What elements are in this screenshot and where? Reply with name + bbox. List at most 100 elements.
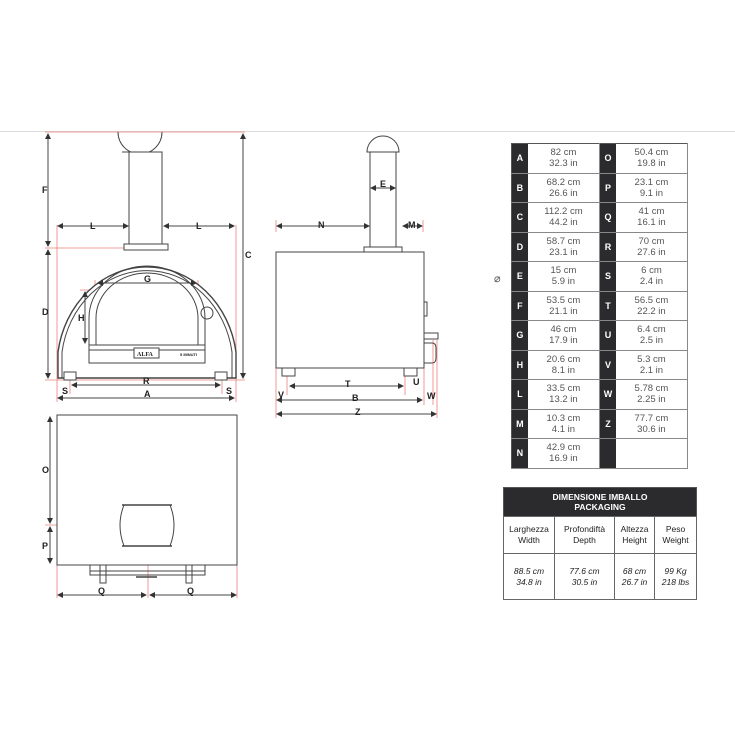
top-view-labels: O P Q Q [42,465,194,596]
dimension-letter: C [511,202,528,233]
dimension-letter: R [599,232,616,262]
value-cm: 42.9 cm [546,442,581,454]
dimension-letter: H [511,350,528,380]
value-cm: 82 cm [550,147,577,159]
side-view [275,135,439,418]
dim-label-a: A [144,389,151,399]
dim-label-h: H [78,313,85,323]
dim-label-r: R [143,376,150,386]
dim-label-c: C [245,250,252,260]
dimension-letter: M [511,409,528,439]
side-view-labels: E N M T V U B W Z [278,179,436,417]
value-in: 8.1 in [551,364,576,376]
dim-label-u: U [413,377,420,387]
dim-label-q: Q [98,586,105,596]
value-cm: 5.78 cm [634,383,669,395]
value-in: 30.6 in [637,423,666,435]
dimension-letter: L [511,379,528,410]
value-cm: 6.4 cm [637,324,666,336]
value-cm: 58.7 cm [546,235,581,247]
dimension-letter: N [511,438,528,469]
dimension-letter: A [511,143,528,174]
dimension-letter: D [511,232,528,262]
brand-plate: ALFA [137,352,154,358]
dimension-letter: U [599,320,616,351]
dim-label-p: P [42,541,48,551]
value-cm: 50.4 cm [634,147,669,159]
dimension-letter: E [511,261,528,292]
value-in: 16.9 in [549,453,578,465]
value-cm: 68.2 cm [546,176,581,188]
top-view [45,414,238,598]
dim-label-l: L [90,221,96,231]
dimension-letter: F [511,291,528,321]
packaging-title: DIMENSIONE IMBALLO PACKAGING [503,487,697,517]
value-cm: 23.1 cm [634,176,669,188]
value-cm: 33.5 cm [546,383,581,395]
dim-label-w: W [427,391,436,401]
value-in: 23.1 in [549,246,578,258]
dimension-letter [599,438,616,469]
dimension-letter: O [599,143,616,174]
dimension-letter: Z [599,409,616,439]
dim-label-d: D [42,307,49,317]
dim-label-t: T [345,379,351,389]
dimension-letter: V [599,350,616,380]
value-cm: 5.3 cm [637,353,666,365]
dim-label-m: M [408,220,416,230]
dim-label-z: Z [355,407,361,417]
value-cm: 56.5 cm [634,294,669,306]
value-cm: 15 cm [550,265,577,277]
value-in: 9.1 in [639,187,664,199]
dim-label-s: S [226,386,232,396]
dim-label-q: Q [187,586,194,596]
value-in: 19.8 in [637,158,666,170]
front-view [45,131,246,402]
dim-label-s: S [62,386,68,396]
dimension-letter: S [599,261,616,292]
dim-label-l: L [196,221,202,231]
dim-label-n: N [318,220,325,230]
value-in: 2.4 in [639,276,664,288]
dim-label-v: V [278,390,284,400]
value-in: 44.2 in [549,217,578,229]
value-in: 26.6 in [549,187,578,199]
dim-label-b: B [352,393,359,403]
value-in: 2.5 in [639,335,664,347]
dimension-letter: G [511,320,528,351]
value-in: 4.1 in [551,423,576,435]
value-in: 21.1 in [549,305,578,317]
dim-label-g: G [144,274,151,284]
dimension-letter: P [599,173,616,203]
